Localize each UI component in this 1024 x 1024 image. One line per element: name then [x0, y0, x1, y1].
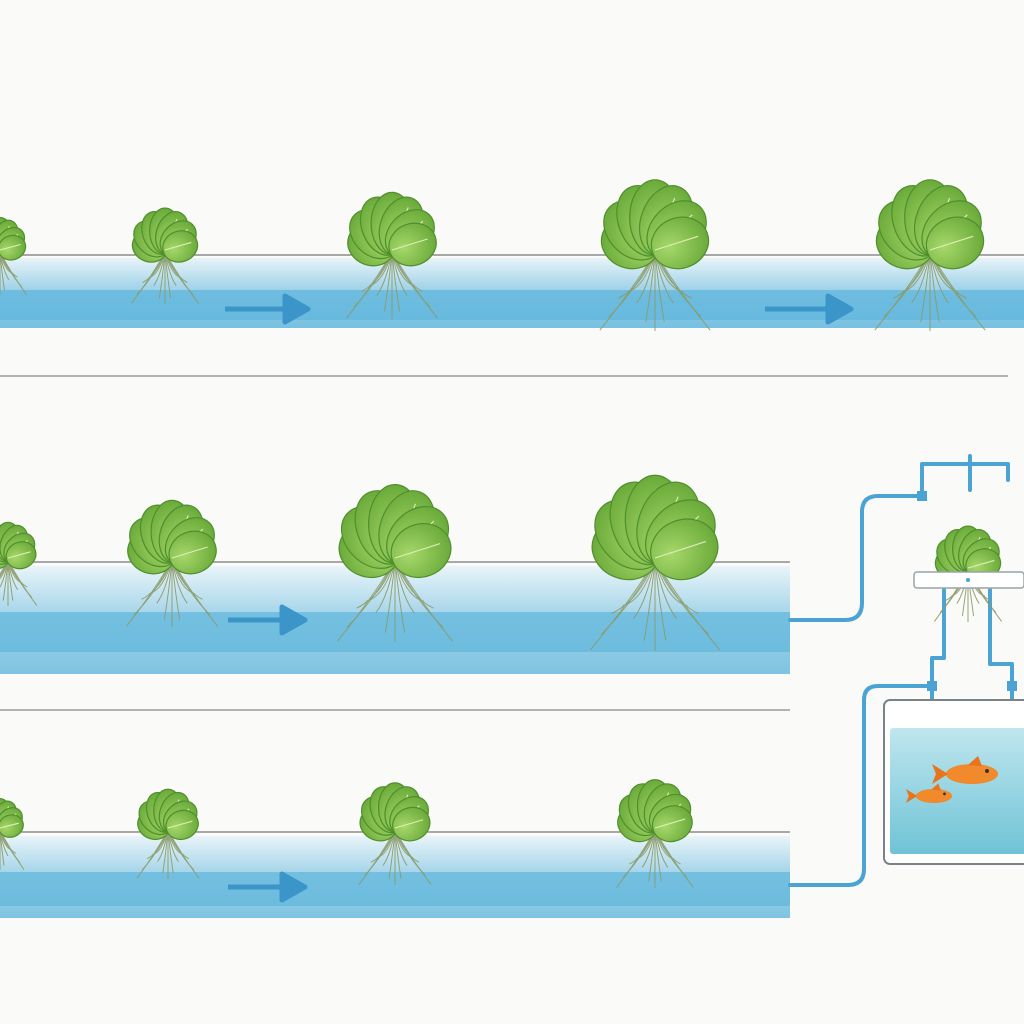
plant-leaves [137, 788, 199, 841]
lettuce-plant [599, 179, 711, 331]
plant-leaves [359, 782, 431, 842]
plant-leaves [617, 779, 693, 843]
fish [932, 756, 998, 784]
tank-water [890, 728, 1024, 854]
lettuce-plant [874, 179, 986, 331]
plant-leaves [591, 474, 719, 581]
lettuce-plant [933, 525, 1003, 622]
pipe-top-loop [920, 462, 1010, 498]
plant-leaves [934, 525, 1002, 581]
lettuce-plant [0, 216, 27, 295]
lettuce-plant [589, 474, 721, 651]
tray-outlet [966, 578, 970, 582]
grow-bed-unit [913, 525, 1024, 622]
plant-leaves [600, 179, 710, 270]
lettuce-plant [337, 484, 453, 642]
fish [906, 783, 953, 803]
grow-channel-row-3 [0, 779, 790, 918]
flow-arrow [228, 871, 308, 903]
pipe-connector [917, 491, 927, 501]
pipe-row-2-outlet [788, 494, 927, 622]
lettuce-plant [0, 521, 38, 606]
water-stream [0, 290, 1024, 320]
plant-leaves [127, 499, 217, 575]
pipe-row-3-outlet [788, 684, 937, 887]
lettuce-plant [616, 779, 694, 888]
plant-leaves [0, 521, 37, 570]
grow-channel-row-1 [0, 179, 1024, 331]
pipe-connector [927, 681, 937, 691]
lettuce-plant [358, 782, 432, 885]
lettuce-plant [130, 207, 200, 304]
plant-leaves [875, 179, 985, 270]
lettuce-plant [0, 798, 25, 870]
plant-leaves [131, 207, 199, 263]
flow-arrow [225, 293, 311, 325]
pipe-down-left [930, 588, 946, 702]
flow-arrow [765, 293, 854, 325]
lettuce-plant [136, 788, 200, 879]
flow-arrow [228, 604, 308, 636]
plant-leaves [0, 216, 27, 261]
plant-leaves [347, 191, 437, 267]
pipe-connector [1007, 681, 1017, 691]
plant-leaves [338, 484, 452, 578]
lettuce-plant [346, 191, 438, 319]
grow-channel-row-2 [0, 474, 790, 674]
plant-leaves [0, 798, 24, 838]
lettuce-plant [126, 499, 218, 627]
fish-tank [883, 699, 1024, 865]
